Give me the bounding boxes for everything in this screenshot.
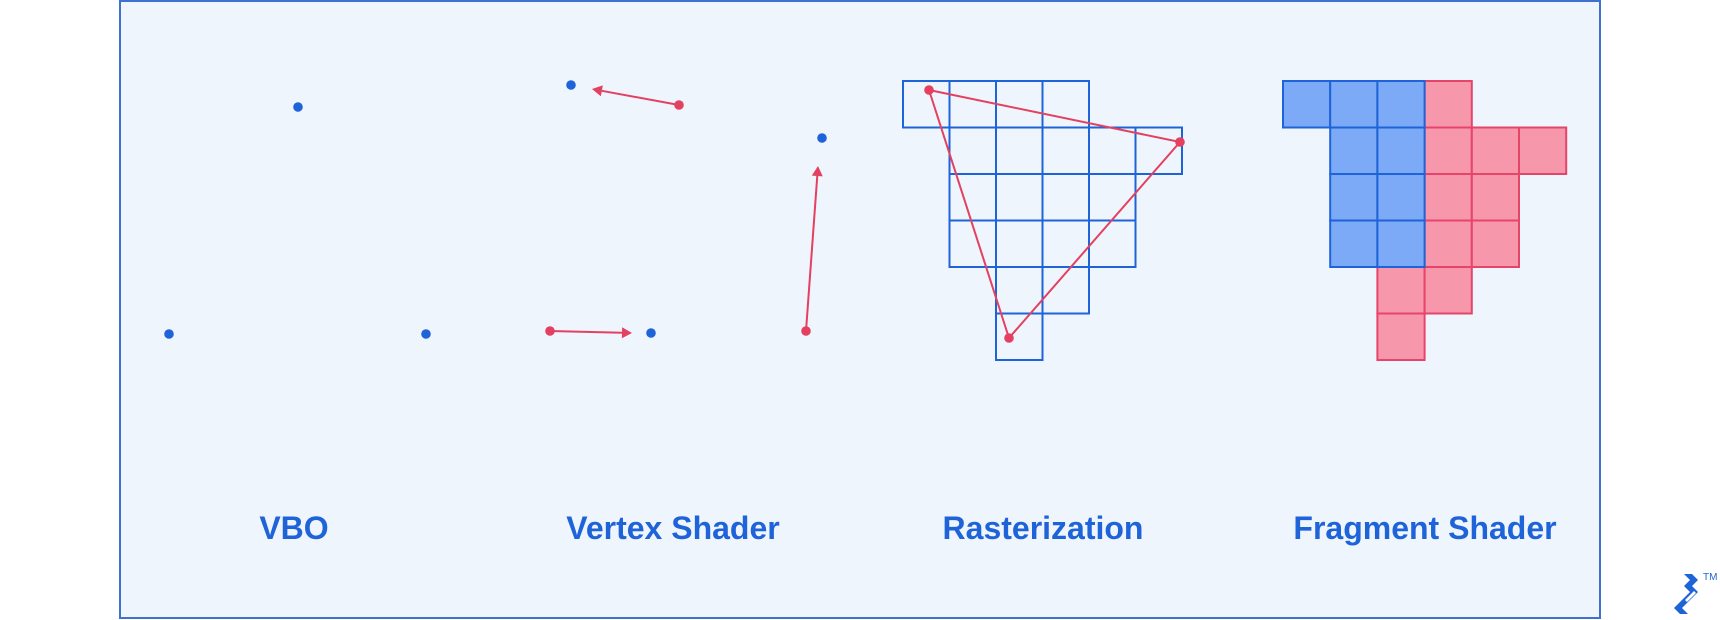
transformed-vertex-point [566,80,576,90]
fragment-cell-pink [1376,312,1426,361]
transformed-vertex-point [817,133,827,143]
fragment-cell-pink [1470,173,1521,222]
raster-cell [1041,80,1090,129]
vertex-point [421,329,431,339]
transform-arrow-line [805,175,819,332]
arrowhead-icon [621,327,632,339]
fragment-cell-blue [1376,173,1426,222]
stage-label-fragment-shader: Fragment Shader [1293,510,1557,546]
vertex-point [293,102,303,112]
fragment-cell-blue [1376,80,1426,129]
fragment-cell-blue [1282,80,1332,129]
transform-arrow-line [601,89,680,106]
triangle-vertex [1004,333,1014,343]
fragment-cell-blue [1329,173,1379,222]
triangle-vertex [1175,137,1185,147]
raster-cell [995,173,1044,222]
fragment-cell-blue [1329,126,1379,175]
source-vertex-point [545,326,555,336]
arrowhead-icon [592,85,603,97]
fragment-shader-grid [1282,80,1568,361]
transformed-vertex-point [646,328,656,338]
triangle-vertex [924,85,934,95]
trademark-label: TM [1703,572,1718,583]
arrowhead-icon [811,166,823,177]
raster-cell [1088,219,1137,268]
fragment-cell-pink [1423,80,1473,129]
fragment-cell-pink [1470,126,1521,175]
stage-label-vertex-shader: Vertex Shader [566,510,780,546]
source-vertex-point [674,100,684,110]
raster-cell [1088,173,1137,222]
vertex-shader-arrows [545,80,827,339]
raster-cell [1041,173,1090,222]
raster-cell [948,173,997,222]
fragment-cell-blue [1376,126,1426,175]
vertex-point [164,329,174,339]
raster-cell [1041,219,1090,268]
fragment-cell-blue [1329,219,1379,268]
fragment-cell-pink [1376,266,1426,315]
raster-cell [995,80,1044,129]
raster-cell [1088,126,1137,175]
source-vertex-point [801,326,811,336]
raster-cell [995,312,1044,361]
fragment-cell-blue [1376,219,1426,268]
stage-label-vbo: VBO [259,510,329,546]
raster-cell [948,80,997,129]
transform-arrow-line [549,330,623,334]
fragment-cell-pink [1518,126,1568,175]
raster-cell [995,219,1044,268]
fragment-cell-pink [1423,173,1473,222]
raster-cell [1041,126,1090,175]
fragment-cell-pink [1470,219,1521,268]
raster-cell [995,126,1044,175]
fragment-cell-pink [1423,219,1473,268]
raster-cell [948,126,997,175]
rasterization-grid [902,80,1185,361]
stage-label-rasterization: Rasterization [942,510,1144,546]
toptal-logo-icon [1674,574,1698,614]
fragment-cell-blue [1329,80,1379,129]
vbo-points [164,102,431,339]
fragment-cell-pink [1423,266,1473,315]
raster-cell [1134,126,1183,175]
triangle-outline [927,88,1182,340]
raster-cell [1041,266,1090,315]
fragment-cell-pink [1423,126,1473,175]
